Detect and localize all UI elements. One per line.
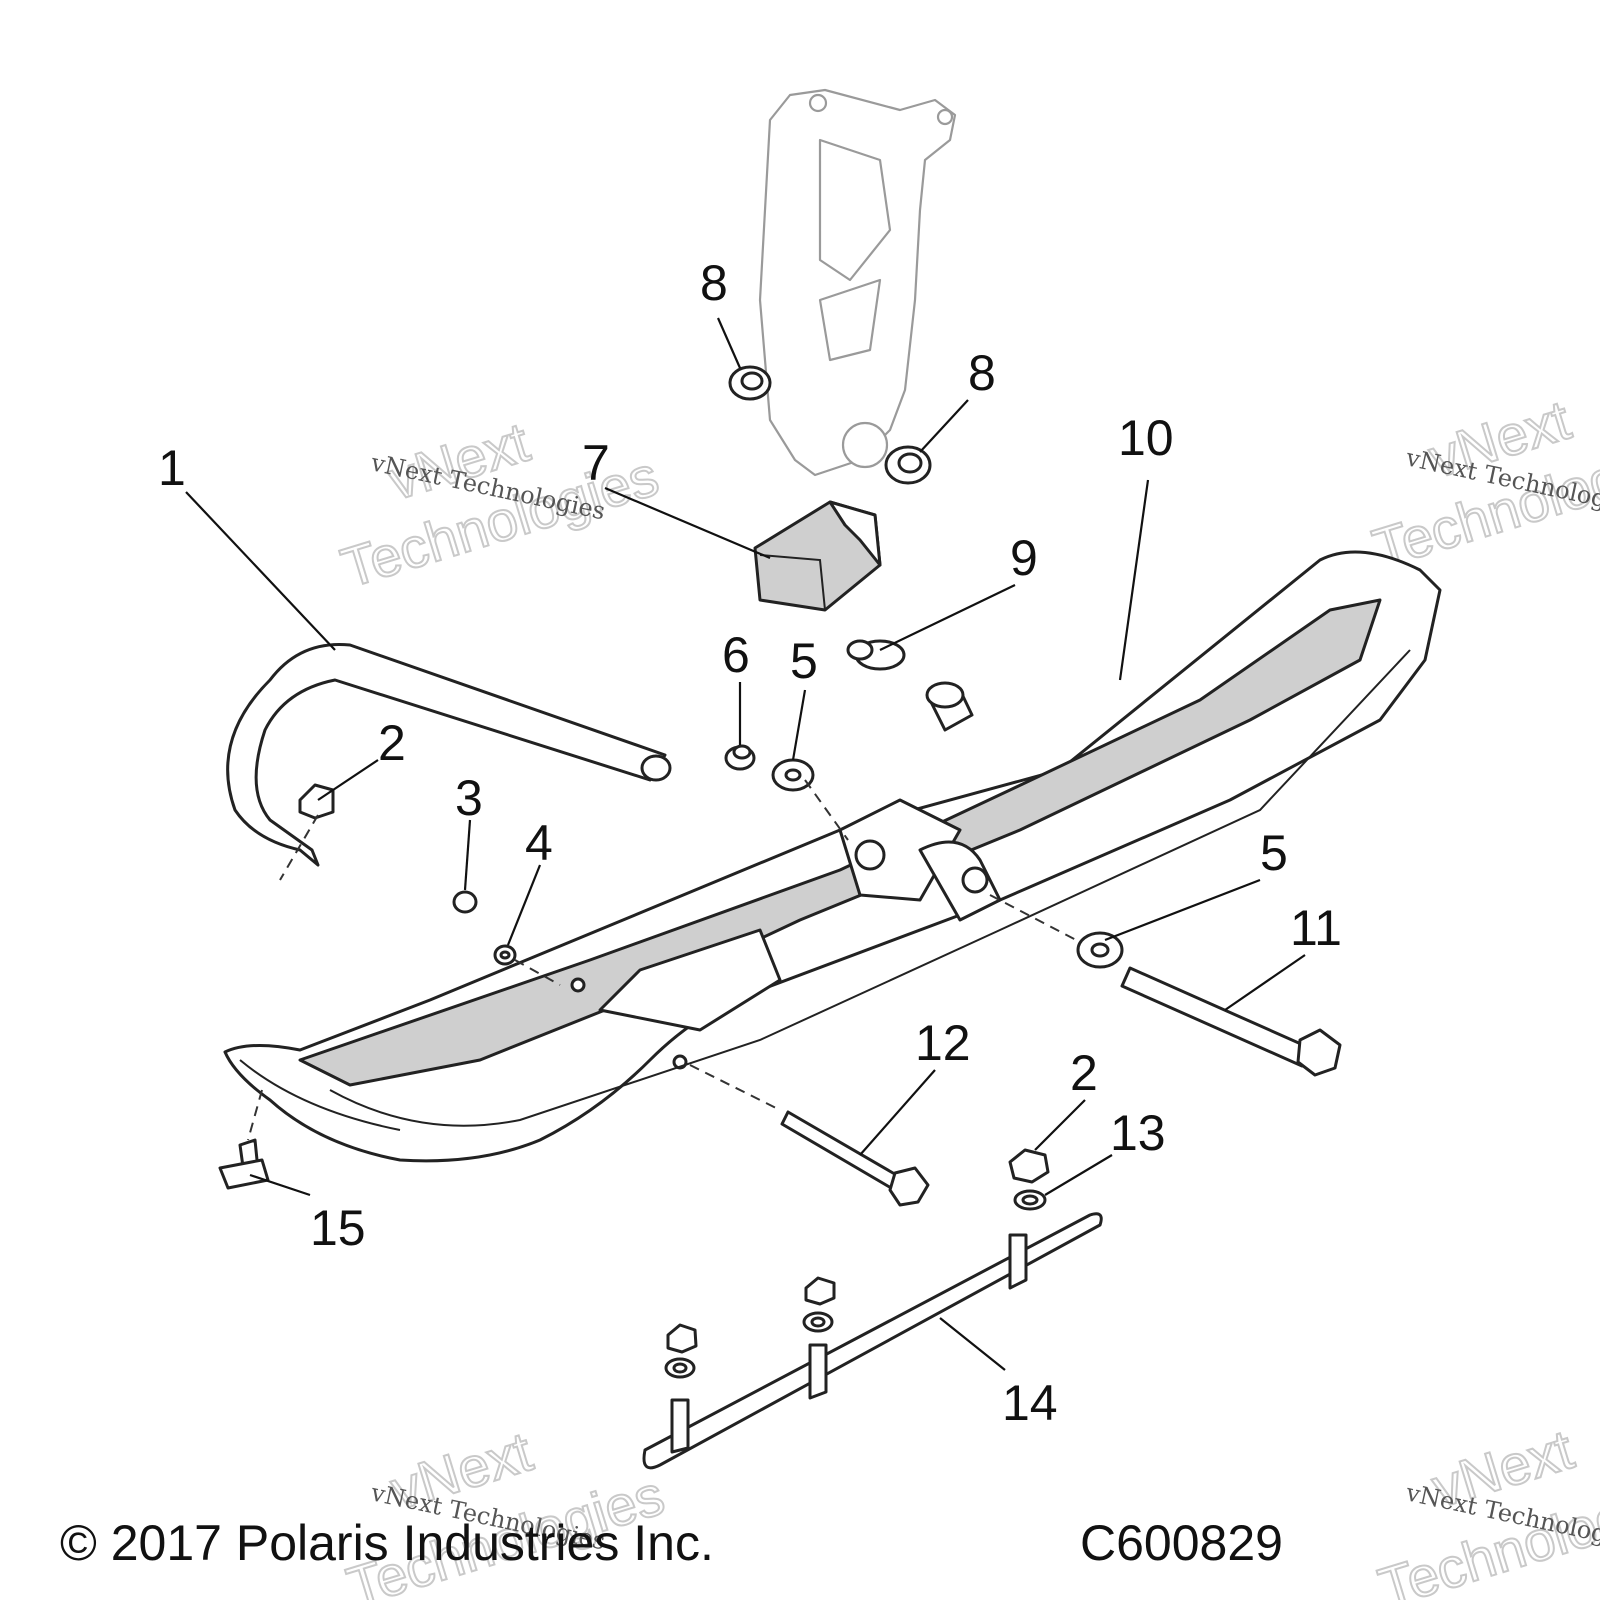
bushing-lower [884,445,932,485]
washer-5-lower [1076,931,1124,969]
washer-4 [493,944,517,966]
callout-6: 6 [722,627,750,683]
callout-9: 9 [1010,530,1038,586]
wear-block [753,500,882,612]
callout-7: 7 [582,435,610,491]
nut-6 [724,744,756,771]
carbide-runner [642,1212,1103,1470]
copyright-text: © 2017 Polaris Industries Inc. [60,1515,714,1571]
callout-2-lower: 2 [1070,1045,1098,1101]
flanged-bushing-9 [846,639,906,671]
callout-13: 13 [1110,1105,1166,1161]
ski-loop-handle [226,642,672,867]
callout-12: 12 [915,1015,971,1071]
flanged-bushing-pair [925,681,974,732]
nut-3 [452,890,478,914]
callout-15: 15 [310,1200,366,1256]
callout-8-lower: 8 [968,345,996,401]
spindle-ghost [758,88,957,477]
callout-8-upper: 8 [700,255,728,311]
callout-14: 14 [1002,1375,1058,1431]
callout-11: 11 [1290,900,1342,956]
bolt-11 [1120,966,1342,1077]
bushing-upper [728,365,772,401]
alignment-lines [247,779,1081,1141]
nut-2-upper [298,783,335,820]
bolt-12 [780,1110,930,1207]
callouts: 1 2 3 4 5 6 7 8 8 9 10 5 11 12 2 13 14 1… [158,255,1342,1431]
callout-1: 1 [158,440,186,496]
diagram-id: C600829 [1080,1515,1283,1571]
callout-5-upper: 5 [790,633,818,689]
bolt-15 [218,1138,270,1190]
washer-5-upper [771,758,815,792]
washer-13 [1013,1189,1047,1211]
callout-2-upper: 2 [378,715,406,771]
leader-lines [185,317,1306,1371]
callout-5-lower: 5 [1260,825,1288,881]
callout-10: 10 [1118,410,1174,466]
callout-4: 4 [525,815,553,871]
callout-3: 3 [455,770,483,826]
nut-2-lower [1008,1148,1050,1184]
ski-body [223,550,1442,1163]
